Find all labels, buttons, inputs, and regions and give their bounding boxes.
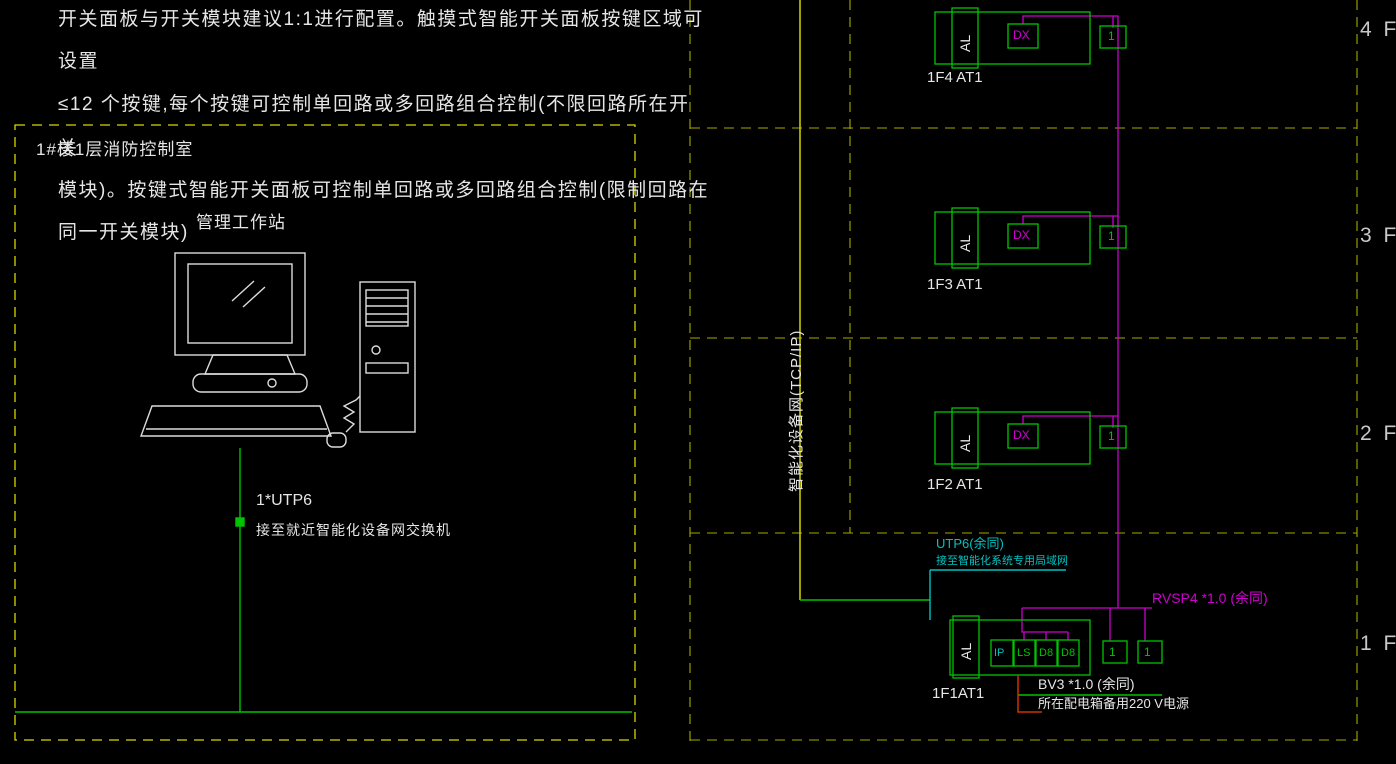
floor-label-3f: 3 F (1360, 224, 1396, 247)
tower-power-button (371, 345, 381, 355)
floor-label-4f: 4 F (1360, 18, 1396, 41)
at1-box-3f (934, 211, 1091, 265)
dx-label-4f: DX (1013, 28, 1030, 42)
backbone-network-label: 智能化设备网(TCP/IP) (788, 329, 805, 492)
panel-boxes-1f (949, 615, 1163, 679)
module-label-d8-1: D8 (1039, 647, 1054, 659)
module-label-ip: IP (994, 647, 1005, 659)
monitor-knob (267, 378, 277, 388)
ip-module-box (990, 639, 1014, 667)
al-box-3f (951, 207, 979, 269)
panel-id-1f: 1F1AT1 (932, 685, 985, 702)
panel-id-3f: 1F3 AT1 (927, 276, 983, 293)
monitor-stand (203, 354, 297, 375)
utp6-note: 接至智能化系统专用局域网 (936, 555, 1068, 567)
dx-module-box-4f (1007, 23, 1039, 49)
al-label-3f: AL (957, 234, 973, 252)
cyan-utp-wiring (929, 569, 1066, 620)
green-network-wiring (15, 448, 1162, 713)
floor-label-2f: 2 F (1360, 422, 1396, 445)
panel-boxes-2f (934, 407, 1127, 469)
port-label-4f: 1 (1108, 29, 1115, 43)
screen-glare-1 (231, 280, 255, 302)
floor-grid-dashed-lines (689, 0, 1358, 745)
note-line-5: 模块)。按键式智能开关面板可控制单回路或多回路组合控制(限制回路在 (58, 180, 710, 201)
at1-box-2f (934, 411, 1091, 465)
tower-drive-slot (365, 362, 409, 374)
utp-cable-note: 接至就近智能化设备网交换机 (256, 522, 451, 538)
d8-module-box-1 (1035, 639, 1058, 667)
utp6-label: UTP6(余同) (936, 536, 1004, 551)
panel-boxes-4f (934, 7, 1127, 69)
al-label-1f: AL (958, 642, 974, 660)
dx-module-box-3f (1007, 223, 1039, 249)
mouse-cable-coil (342, 395, 361, 433)
port-label-3f: 1 (1108, 229, 1115, 243)
al-box-4f (951, 7, 979, 69)
panel-id-2f: 1F2 AT1 (927, 476, 983, 493)
dx-label-3f: DX (1013, 228, 1030, 242)
note-line-1: 开关面板与开关模块建议1:1进行配置。触摸式智能开关面板按键区域可 (58, 9, 704, 30)
ls-module-box (1013, 639, 1036, 667)
monitor-screen (187, 263, 293, 344)
monitor-base (192, 373, 308, 393)
note-line-3: ≤12 个按键,每个按键可控制单回路或多回路组合控制(不限回路所在开 (58, 94, 690, 115)
al-label-2f: AL (957, 434, 973, 452)
tower-vents (366, 297, 408, 323)
dx-label-2f: DX (1013, 428, 1030, 442)
port-box-1f-b (1137, 640, 1163, 664)
floor-label-1f: 1 F (1360, 632, 1396, 655)
power-feed-wire (1017, 675, 1042, 713)
note-line-2: 设置 (58, 51, 100, 72)
panel-id-4f: 1F4 AT1 (927, 69, 983, 86)
at1-box-4f (934, 11, 1091, 65)
mouse (326, 432, 347, 448)
at1-box-1f (949, 619, 1091, 676)
port-label-1f-a: 1 (1109, 645, 1116, 659)
tower-vent-panel (365, 289, 409, 327)
magenta-riser-bus (1021, 15, 1152, 641)
panel-boxes-3f (934, 207, 1127, 269)
module-label-d8-2: D8 (1061, 647, 1076, 659)
bv3-note: 所在配电箱备用220 V电源 (1038, 696, 1189, 711)
rvsp4-label: RVSP4 *1.0 (余同) (1152, 590, 1268, 606)
al-label-4f: AL (957, 34, 973, 52)
monitor-outline (174, 252, 306, 356)
port-box-1f-a (1102, 640, 1128, 664)
utp-junction-node (235, 517, 245, 527)
screen-glare-2 (242, 286, 266, 308)
workstation-label: 管理工作站 (196, 213, 286, 232)
al-box-1f (952, 615, 980, 679)
d8-module-box-2 (1057, 639, 1080, 667)
note-line-6: 同一开关模块) (58, 222, 189, 243)
port-box-3f (1099, 225, 1127, 249)
dx-module-box-2f (1007, 423, 1039, 449)
utp-cable-label: 1*UTP6 (256, 492, 313, 509)
control-room-label: 1#楼1层消防控制室 (36, 140, 194, 159)
bv3-label: BV3 *1.0 (余同) (1038, 676, 1135, 692)
port-box-4f (1099, 25, 1127, 49)
control-room-dashed-box (14, 124, 636, 741)
note-line-4: 关 (58, 138, 79, 159)
al-box-2f (951, 407, 979, 469)
module-label-ls: LS (1017, 647, 1031, 659)
port-label-2f: 1 (1108, 429, 1115, 443)
tower-case (359, 281, 416, 433)
keyboard (139, 405, 333, 437)
port-label-1f-b: 1 (1144, 645, 1151, 659)
workstation-drawing (139, 252, 416, 448)
port-box-2f (1099, 425, 1127, 449)
